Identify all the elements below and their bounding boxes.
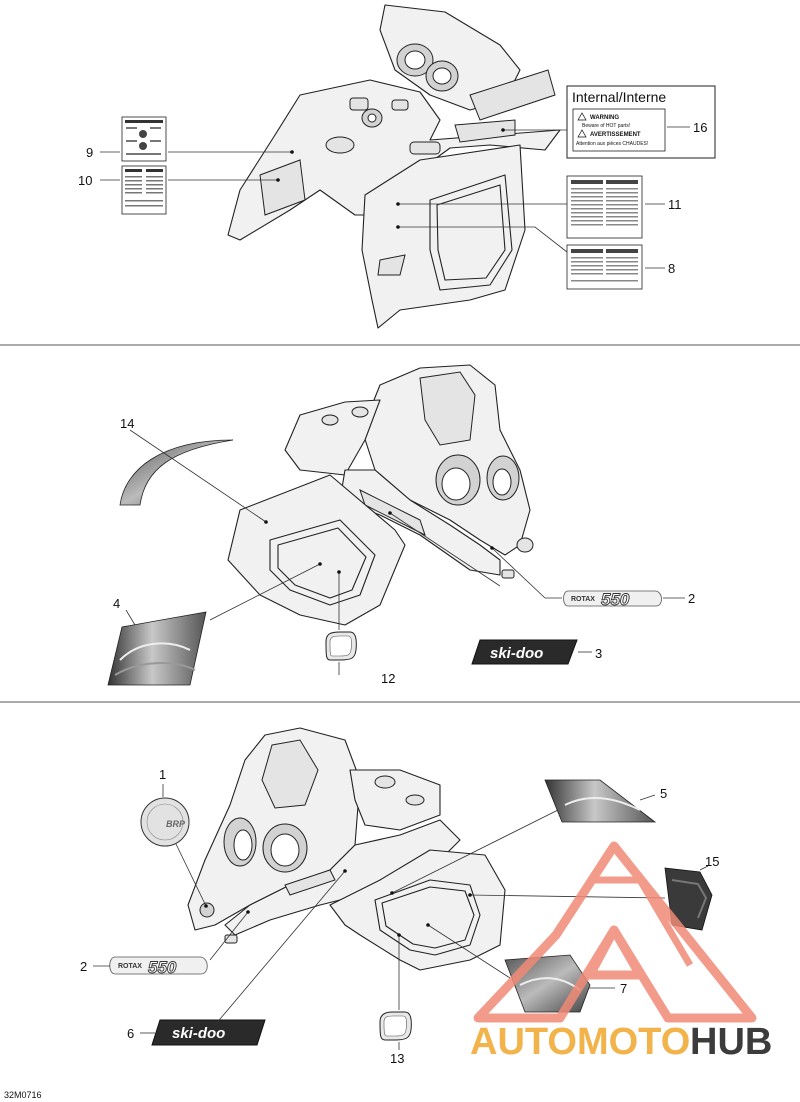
rotax-550-decal-bottom: ROTAX 550 bbox=[109, 956, 208, 977]
callout-11: 11 bbox=[668, 197, 682, 212]
callout-5: 5 bbox=[660, 786, 667, 801]
callout-4: 4 bbox=[113, 596, 120, 611]
decal-11 bbox=[566, 175, 643, 239]
leaders-section-1 bbox=[100, 126, 690, 269]
callout-9: 9 bbox=[86, 145, 93, 160]
callout-10: 10 bbox=[78, 173, 92, 188]
middle-view-body bbox=[227, 364, 534, 626]
brp-emblem-decal: BRP bbox=[140, 797, 190, 847]
skidoo-word-mid: ski-doo bbox=[490, 645, 543, 662]
bottom-view-body bbox=[187, 727, 506, 971]
watermark-brand-left: AUTOMOTO bbox=[470, 1021, 690, 1063]
watermark-brand-right: HUB bbox=[690, 1021, 772, 1063]
figure-code: 32M0716 bbox=[4, 1090, 42, 1100]
leaders-section-2 bbox=[125, 429, 685, 675]
skidoo-word-bottom: ski-doo bbox=[172, 1025, 225, 1042]
callout-8: 8 bbox=[668, 261, 675, 276]
callout-2-mid: 2 bbox=[688, 591, 695, 606]
decal-8 bbox=[566, 244, 643, 290]
decal-5 bbox=[544, 779, 657, 823]
callout-6: 6 bbox=[127, 1026, 134, 1041]
brp-word: BRP bbox=[166, 819, 186, 829]
callout-16: 16 bbox=[693, 120, 707, 135]
internal-box-title: Internal/Interne bbox=[572, 89, 666, 105]
callout-13: 13 bbox=[390, 1051, 404, 1066]
decal-14-swoosh bbox=[119, 439, 234, 506]
skidoo-decal-bottom: ski-doo bbox=[151, 1019, 266, 1046]
rotax-number-bottom: 550 bbox=[148, 958, 177, 977]
callout-1: 1 bbox=[159, 767, 166, 782]
callout-15: 15 bbox=[705, 854, 719, 869]
decal-4 bbox=[107, 611, 207, 686]
skidoo-decal-mid: ski-doo bbox=[471, 639, 578, 665]
rotax-word-mid: ROTAX bbox=[571, 596, 595, 603]
callout-3: 3 bbox=[595, 646, 602, 661]
callout-14: 14 bbox=[120, 416, 134, 431]
watermark-triangle-mark bbox=[473, 841, 757, 1023]
internal-decal-box: Internal/Interne WARNING Beware of HOT p… bbox=[566, 85, 716, 159]
warning-line: Beware of HOT parts! bbox=[582, 123, 630, 129]
decal-10 bbox=[121, 165, 167, 215]
callout-2-bottom: 2 bbox=[80, 959, 87, 974]
callout-7: 7 bbox=[620, 981, 627, 996]
decal-9 bbox=[121, 116, 167, 162]
rotax-word-bottom: ROTAX bbox=[118, 963, 142, 970]
rotax-550-decal-mid: ROTAX 550 bbox=[563, 590, 662, 609]
avertissement-line: Attention aux pièces CHAUDES! bbox=[576, 141, 648, 147]
callout-12: 12 bbox=[381, 671, 395, 686]
warning-heading: WARNING bbox=[590, 115, 619, 121]
watermark-logo bbox=[473, 841, 757, 1023]
leaders-section-3 bbox=[93, 784, 709, 1050]
top-view-body bbox=[227, 4, 561, 329]
avertissement-heading: AVERTISSEMENT bbox=[590, 132, 641, 138]
rotax-number-mid: 550 bbox=[601, 590, 630, 609]
